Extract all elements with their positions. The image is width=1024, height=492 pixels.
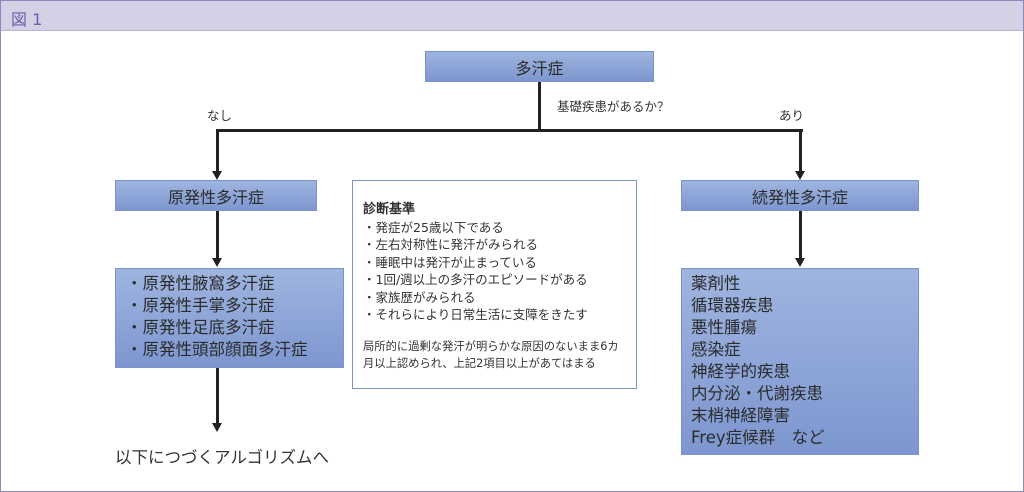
connector-line bbox=[538, 82, 541, 131]
list-item: ・原発性足底多汗症 bbox=[126, 318, 275, 337]
arrow-line bbox=[216, 211, 219, 259]
figure-header: 図 1 bbox=[1, 1, 1023, 31]
criteria-item: ・左右対称性に発汗がみられる bbox=[363, 237, 539, 252]
criteria-item: ・家族歴がみられる bbox=[363, 289, 476, 305]
diagnostic-criteria-box: 診断基準 ・発症が25歳以下である ・左右対称性に発汗がみられる ・睡眠中は発汗… bbox=[352, 180, 637, 389]
arrow-head-icon bbox=[212, 258, 222, 267]
primary-types-list: ・原発性腋窩多汗症 ・原発性手掌多汗症 ・原発性足底多汗症 ・原発性頭部顔面多汗… bbox=[115, 268, 344, 368]
arrow-head-icon bbox=[795, 258, 805, 267]
list-item: 末梢神経障害 bbox=[691, 406, 790, 425]
criteria-item: ・発症が25歳以下である bbox=[363, 219, 504, 235]
criteria-item: ・それらにより日常生活に支障をきたす bbox=[363, 307, 588, 322]
secondary-box: 続発性多汗症 bbox=[681, 180, 919, 211]
list-item: ・原発性頭部顔面多汗症 bbox=[126, 340, 308, 359]
secondary-causes-list: 薬剤性 循環器疾患 悪性腫瘍 感染症 神経学的疾患 内分泌・代謝疾患 末梢神経障… bbox=[681, 268, 919, 455]
arrow-line bbox=[799, 211, 802, 259]
next-algorithm-text: 以下につづくアルゴリズムへ bbox=[115, 448, 330, 467]
list-item: ・原発性腋窩多汗症 bbox=[126, 274, 275, 293]
list-item: 悪性腫瘍 bbox=[691, 318, 757, 337]
arrow-head-icon bbox=[212, 171, 222, 180]
list-item: 循環器疾患 bbox=[691, 296, 774, 315]
root-box-hyperhidrosis: 多汗症 bbox=[425, 51, 654, 82]
list-item: 薬剤性 bbox=[691, 274, 741, 293]
branch-line bbox=[216, 129, 803, 132]
figure-title: 図 1 bbox=[11, 10, 43, 29]
no-label: なし bbox=[207, 108, 233, 123]
list-item: Frey症候群 など bbox=[691, 428, 825, 447]
list-item: ・原発性手掌多汗症 bbox=[126, 296, 275, 315]
list-item: 内分泌・代謝疾患 bbox=[691, 384, 823, 403]
criteria-item: ・1回/週以上の多汗のエピソードがある bbox=[363, 272, 588, 287]
criteria-item: ・睡眠中は発汗が止まっている bbox=[363, 254, 537, 270]
criteria-title: 診断基準 bbox=[363, 202, 416, 217]
arrow-line bbox=[216, 130, 219, 172]
list-item: 感染症 bbox=[691, 340, 741, 359]
yes-label: あり bbox=[779, 108, 805, 123]
list-item: 神経学的疾患 bbox=[691, 362, 790, 381]
arrow-line bbox=[799, 130, 802, 172]
criteria-note: 局所的に過剰な発汗が明らかな原因のないまま6カ月以上認められ、上記2項目以上があ… bbox=[363, 339, 619, 370]
arrow-head-icon bbox=[212, 423, 222, 432]
primary-box: 原発性多汗症 bbox=[115, 180, 317, 211]
question-label: 基礎疾患があるか？ bbox=[557, 99, 670, 114]
arrow-line bbox=[216, 368, 219, 424]
arrow-head-icon bbox=[795, 171, 805, 180]
